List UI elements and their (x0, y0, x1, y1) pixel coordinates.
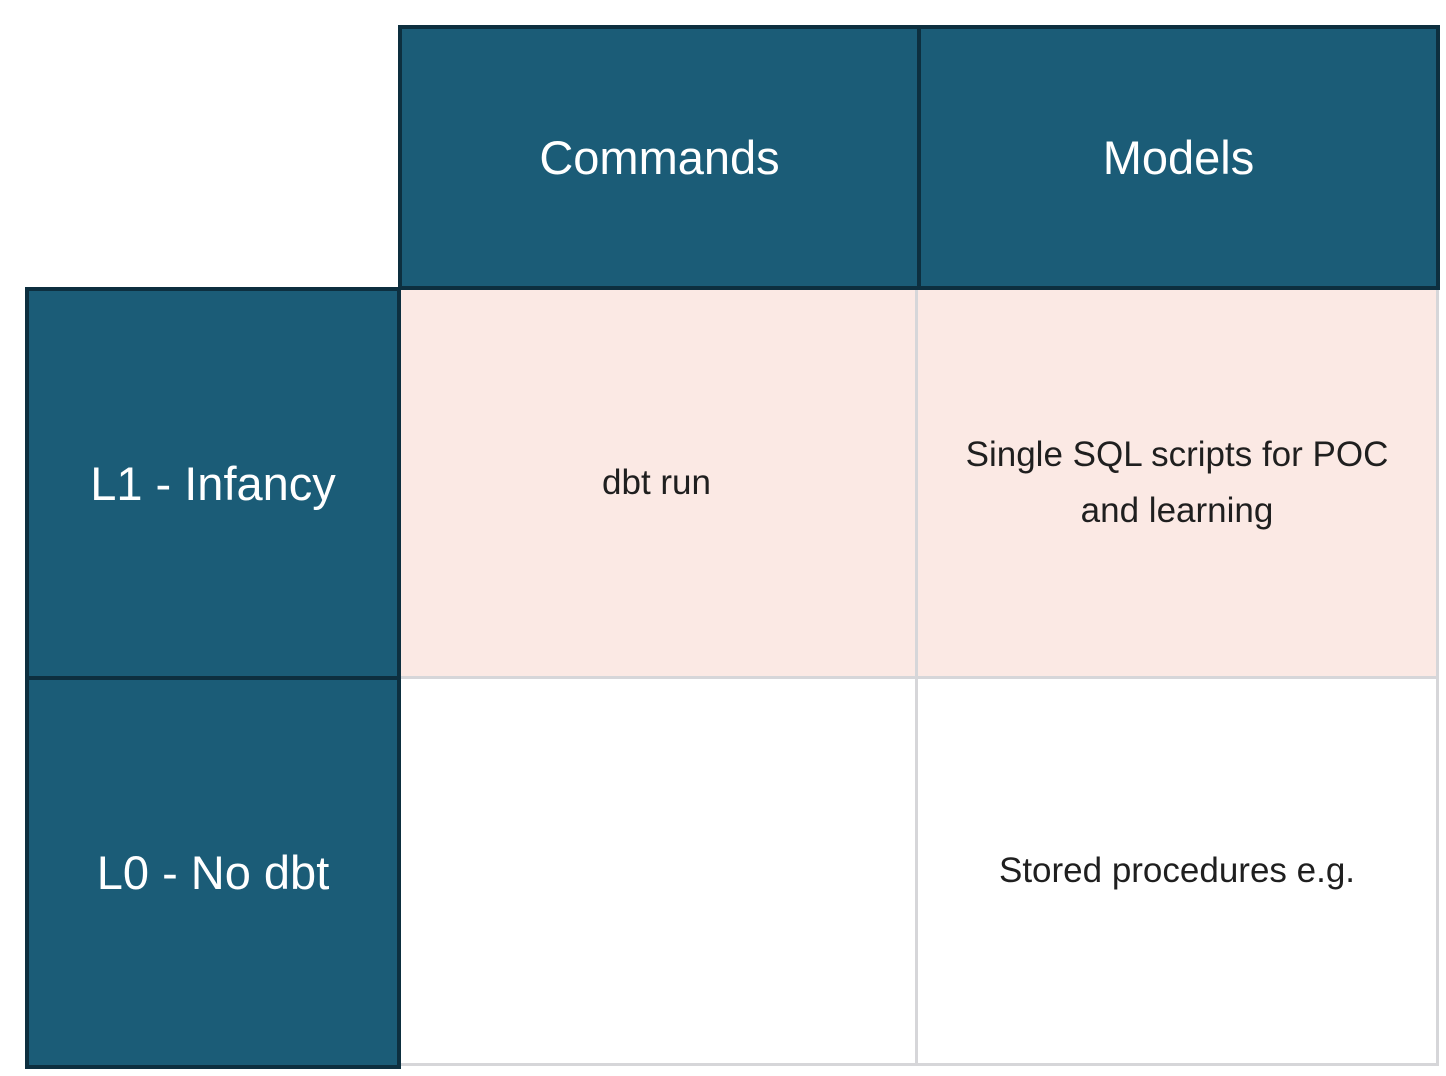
row-header-column: L1 - Infancy L0 - No dbt (25, 287, 401, 1069)
cell-l0-models: Stored procedures e.g. (918, 679, 1436, 1063)
cell-l1-models-text: Single SQL scripts for POC and learning (965, 435, 1389, 530)
row-header-l0-no-dbt: L0 - No dbt (29, 680, 397, 1065)
cell-l1-commands: dbt run (398, 290, 915, 676)
cell-l0-models-text: Stored procedures e.g. (998, 851, 1356, 890)
cell-l1-models: Single SQL scripts for POC and learning (918, 290, 1436, 676)
column-header-row: Commands Models (398, 25, 1440, 290)
cell-l1-commands-text: dbt run (602, 463, 711, 502)
cell-l0-commands (398, 679, 915, 1063)
column-header-models: Models (921, 29, 1436, 286)
column-header-commands: Commands (402, 29, 917, 286)
row-header-l1-infancy: L1 - Infancy (29, 291, 397, 676)
matrix-body: dbt run Single SQL scripts for POC and l… (398, 287, 1439, 1066)
